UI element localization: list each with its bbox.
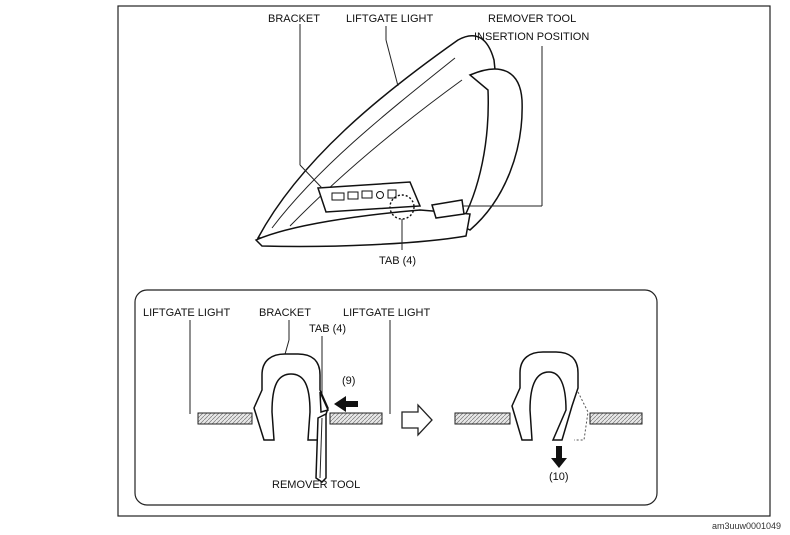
outer-frame [117, 5, 771, 517]
tab-highlight-circle [389, 194, 415, 220]
bracket-clip-right [511, 351, 579, 441]
label-detail-liftgate-right: LIFTGATE LIGHT [343, 307, 430, 319]
label-remover-tool: REMOVER TOOL [272, 479, 360, 491]
transition-arrow [401, 403, 433, 437]
figure-code: am3uuw0001049 [712, 521, 781, 531]
bracket-clip-left [253, 353, 329, 441]
label-step-10: (10) [549, 471, 569, 483]
label-remover-tool: REMOVER TOOL [488, 13, 576, 25]
plate-left-a [197, 412, 253, 425]
label-detail-bracket: BRACKET [259, 307, 311, 319]
label-detail-liftgate-left: LIFTGATE LIGHT [143, 307, 230, 319]
arrow-step-10 [551, 446, 567, 468]
plate-right-b [589, 412, 643, 425]
label-step-9: (9) [342, 375, 355, 387]
label-bracket: BRACKET [268, 13, 320, 25]
liftgate-light-illustration [254, 35, 523, 248]
plate-right-a [329, 412, 383, 425]
plate-left-b [454, 412, 511, 425]
label-liftgate-light: LIFTGATE LIGHT [346, 13, 433, 25]
detail-box [134, 289, 658, 506]
arrow-step-9 [334, 396, 358, 412]
label-tab-top: TAB (4) [379, 255, 416, 267]
label-insertion-position: INSERTION POSITION [474, 31, 589, 43]
label-detail-tab: TAB (4) [309, 323, 346, 335]
